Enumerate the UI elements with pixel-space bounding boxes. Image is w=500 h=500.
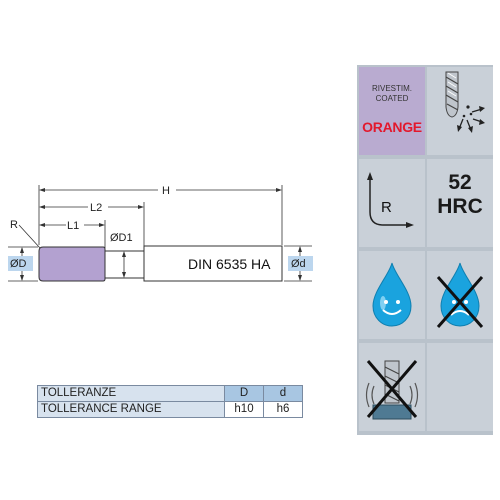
l2-label: L2 [90, 202, 102, 214]
tool-shank [143, 245, 283, 282]
cutting-head [38, 246, 106, 282]
radius-label: R [381, 199, 392, 216]
r-label: R [10, 219, 18, 231]
d1-arrow-top [122, 251, 126, 257]
d-right-arrow-top [298, 246, 302, 252]
coating-color-name: ORANGE [362, 119, 422, 135]
r-leader [18, 224, 41, 249]
tolerance-label-it: TOLLERANZE [37, 385, 225, 402]
no-vibration-icon [365, 360, 419, 420]
tolerance-label-en: TOLLERANCE RANGE [37, 401, 225, 418]
tool-drawing: H L2 L1 R DIN 6535 HA ØD1 ØD Ød [8, 182, 313, 282]
col-d-big-header: D [224, 385, 264, 402]
d1-label: ØD1 [110, 232, 133, 244]
h-label-bg [158, 182, 176, 196]
h-arrow-left [39, 188, 45, 192]
l1-label-bg [66, 217, 84, 231]
d-left-label: ØD [10, 258, 27, 270]
tolerance-header-row: TOLLERANZE D d [37, 385, 303, 402]
coating-label-en: COATED [375, 94, 409, 103]
d-left-arrow-top [20, 247, 24, 253]
end-mill-cell [427, 67, 493, 155]
val-d-small: h6 [263, 401, 303, 418]
d-left-badge [8, 256, 33, 271]
no-coolant-icon [436, 262, 484, 328]
l1-arrow-left [39, 223, 45, 227]
coating-cell: RIVESTIM. COATED ORANGE [359, 67, 425, 155]
standard-label: DIN 6535 HA [188, 256, 271, 272]
col-d-small-header: d [263, 385, 303, 402]
h-label: H [162, 185, 170, 197]
feature-icon-panel: RIVESTIM. COATED ORANGE R [357, 65, 493, 435]
l2-arrow-left [39, 205, 45, 209]
end-mill-chip-icon [445, 71, 485, 133]
empty-cell [427, 343, 493, 431]
coolant-cell [359, 251, 425, 339]
h-arrow-right [276, 188, 282, 192]
d-right-label: Ød [291, 258, 306, 270]
val-d-big: h10 [224, 401, 264, 418]
d-right-arrow-bottom [298, 275, 302, 281]
l1-arrow-right [99, 223, 105, 227]
l2-arrow-right [138, 205, 144, 209]
no-vibration-cell [359, 343, 425, 431]
no-coolant-cell [427, 251, 493, 339]
d-left-arrow-bottom [20, 275, 24, 281]
radius-corner-icon [367, 172, 414, 228]
hardness-value: 52 [448, 171, 472, 194]
d1-arrow-bottom [122, 272, 126, 278]
coating-label-it: RIVESTIM. [371, 84, 412, 93]
tolerance-table: TOLLERANZE D d TOLLERANCE RANGE h10 h6 [37, 385, 303, 418]
coolant-drop-icon [372, 262, 412, 327]
radius-cell: R [359, 159, 425, 247]
tolerance-value-row: TOLLERANCE RANGE h10 h6 [37, 401, 303, 418]
d-right-badge [288, 256, 313, 271]
hardness-cell: 52 HRC [427, 159, 493, 247]
l1-label: L1 [67, 220, 79, 232]
l2-label-bg [88, 199, 108, 213]
hardness-unit: HRC [437, 195, 483, 218]
